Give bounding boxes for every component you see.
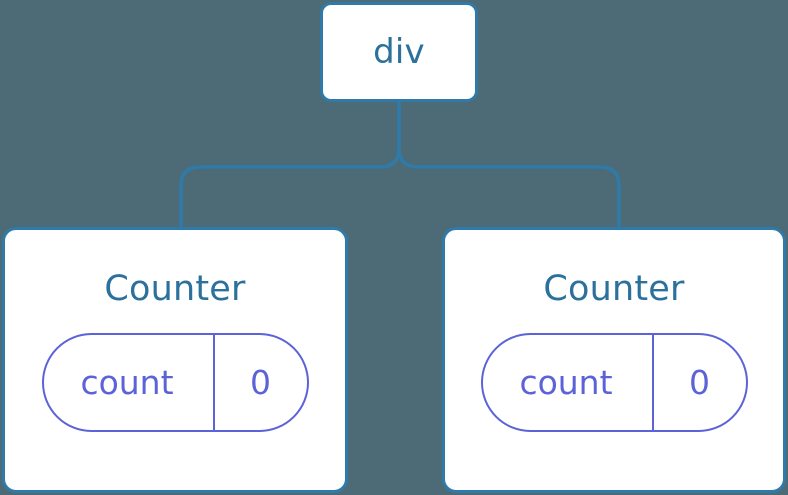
state-value-counter-1: 0 bbox=[250, 363, 271, 402]
node-root-label: div bbox=[373, 32, 425, 72]
state-pill-counter-1[interactable]: count 0 bbox=[41, 333, 309, 432]
node-counter-1-label: Counter bbox=[104, 269, 246, 309]
state-pill-counter-2[interactable]: count 0 bbox=[480, 333, 748, 432]
state-key-counter-1: count bbox=[44, 335, 215, 430]
node-counter-2[interactable]: Counter count 0 bbox=[442, 227, 786, 493]
state-key-counter-2: count bbox=[483, 335, 654, 430]
state-value-counter-2: 0 bbox=[689, 363, 710, 402]
node-counter-1[interactable]: Counter count 0 bbox=[2, 227, 348, 493]
connector-right-branch bbox=[397, 99, 621, 230]
node-root-div[interactable]: div bbox=[320, 2, 478, 102]
connector-left-branch bbox=[179, 99, 401, 230]
node-counter-2-label: Counter bbox=[543, 269, 685, 309]
